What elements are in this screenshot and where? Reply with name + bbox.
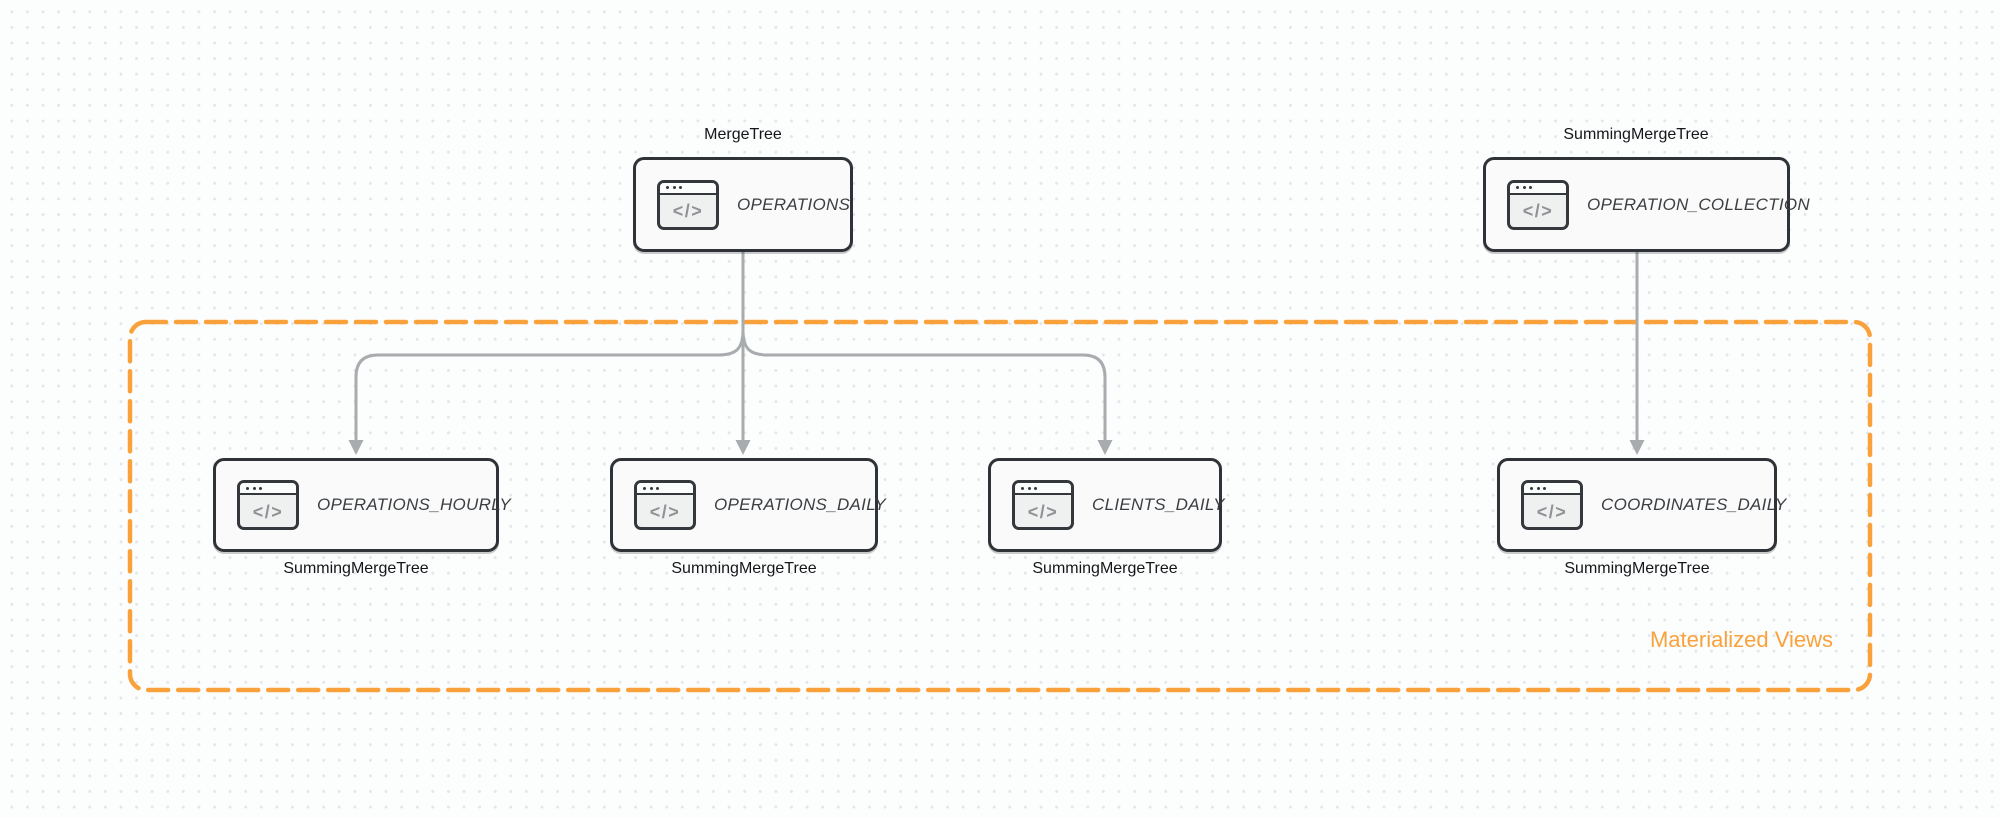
arrowhead-operations-hourly	[348, 440, 364, 455]
code-window-icon: </>	[1012, 480, 1074, 530]
window-dot-icon	[666, 186, 669, 189]
arrowhead-clients-daily	[1097, 440, 1113, 455]
connector-operations-to-operations-hourly	[354, 329, 745, 440]
code-window-icon-titlebar	[1015, 483, 1071, 495]
code-window-icon: </>	[634, 480, 696, 530]
code-glyph: </>	[649, 501, 681, 522]
window-dot-icon	[1536, 486, 1540, 490]
code-window-icon-titlebar	[637, 483, 693, 495]
code-window-icon: </>	[657, 179, 719, 230]
code-window-icon-titlebar	[660, 182, 716, 195]
window-dot-icon	[1522, 186, 1526, 189]
code-window-icon: </>	[1507, 179, 1569, 230]
node-clients-daily[interactable]: </> CLIENTS_DAILY	[988, 458, 1225, 552]
engine-label-operation-collection: SummingMergeTree	[1563, 126, 1709, 143]
code-window-icon: </>	[1521, 480, 1583, 530]
engine-label-coordinates-daily: SummingMergeTree	[1564, 560, 1710, 577]
node-coordinates-daily[interactable]: </> COORDINATES_DAILY	[1497, 458, 1786, 552]
window-dot-icon	[679, 186, 682, 189]
table-name-clients-daily: CLIENTS_DAILY	[1092, 495, 1225, 514]
materialized-views-caption: Materialized Views	[1649, 627, 1833, 652]
arrowhead-coordinates-daily	[1629, 440, 1645, 455]
engine-label-operations-daily: SummingMergeTree	[671, 560, 817, 577]
window-dot-icon	[246, 486, 249, 490]
code-window-icon-titlebar	[1524, 483, 1580, 495]
code-glyph: </>	[252, 501, 284, 522]
connector-operations-to-clients-daily	[741, 329, 1107, 440]
window-dot-icon	[1543, 486, 1546, 490]
table-name-operations: OPERATIONS	[737, 194, 851, 214]
code-window-icon-titlebar	[1510, 182, 1566, 195]
node-operations-hourly[interactable]: </> OPERATIONS_HOURLY	[213, 458, 511, 552]
window-dot-icon	[252, 486, 256, 490]
code-window-icon: </>	[237, 480, 299, 530]
table-name-operations-daily: OPERATIONS_DAILY	[714, 495, 887, 514]
code-glyph: </>	[672, 201, 704, 221]
window-dot-icon	[1021, 486, 1024, 490]
window-dot-icon	[649, 486, 653, 490]
table-name-operation-collection: OPERATION_COLLECTION	[1587, 194, 1810, 214]
window-dot-icon	[259, 486, 262, 490]
table-name-operations-hourly: OPERATIONS_HOURLY	[317, 495, 512, 514]
node-operations[interactable]: </> OPERATIONS	[633, 157, 853, 252]
code-glyph: </>	[1027, 501, 1059, 522]
window-dot-icon	[656, 486, 659, 490]
window-dot-icon	[643, 486, 646, 490]
engine-label-operations-hourly: SummingMergeTree	[283, 560, 429, 577]
window-dot-icon	[672, 186, 676, 189]
arrowhead-operations-daily	[735, 440, 751, 455]
engine-label-clients-daily: SummingMergeTree	[1032, 560, 1178, 577]
code-glyph: </>	[1522, 201, 1554, 221]
window-dot-icon	[1529, 186, 1532, 189]
window-dot-icon	[1027, 486, 1031, 490]
window-dot-icon	[1516, 186, 1519, 189]
engine-label-operations: MergeTree	[704, 126, 782, 143]
code-glyph: </>	[1536, 501, 1568, 522]
node-operation-collection[interactable]: </> OPERATION_COLLECTION	[1483, 157, 1810, 252]
window-dot-icon	[1530, 486, 1533, 490]
code-window-icon-titlebar	[240, 483, 296, 495]
materialized-views-group-border	[127, 319, 1873, 693]
window-dot-icon	[1034, 486, 1037, 490]
table-name-coordinates-daily: COORDINATES_DAILY	[1601, 495, 1787, 514]
node-operations-daily[interactable]: </> OPERATIONS_DAILY	[610, 458, 886, 552]
